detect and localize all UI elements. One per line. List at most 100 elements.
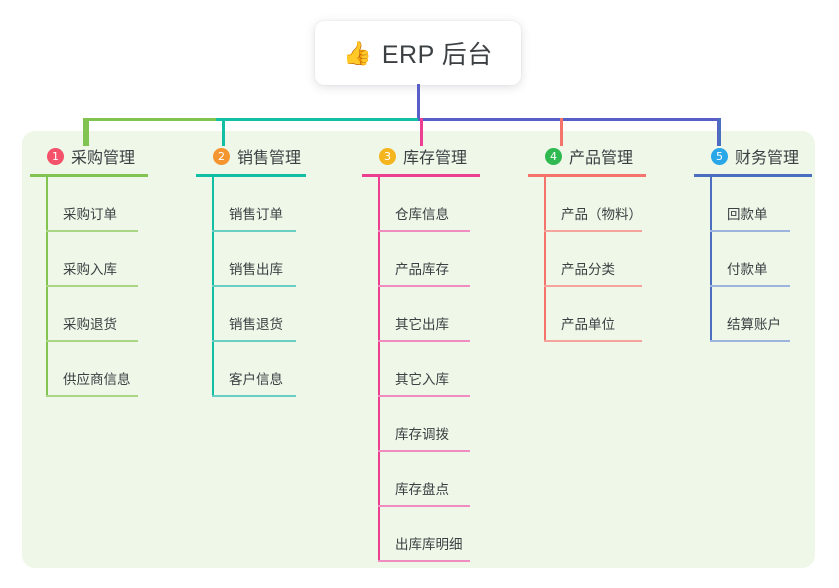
leaf-label: 回款单 bbox=[727, 207, 768, 222]
category-3[interactable]: 3 库存管理 bbox=[362, 144, 480, 168]
leaf-underline bbox=[544, 285, 642, 287]
leaf-item[interactable]: 销售退货 bbox=[196, 287, 306, 342]
leaf-item[interactable]: 回款单 bbox=[694, 177, 812, 232]
column-trunk-4 bbox=[544, 177, 546, 342]
category-badge-4: 4 bbox=[545, 147, 562, 165]
leaf-label: 产品库存 bbox=[395, 262, 449, 277]
leaf-item[interactable]: 其它入库 bbox=[362, 342, 480, 397]
leaf-list-5: 回款单付款单结算账户 bbox=[694, 177, 812, 342]
leaf-item[interactable]: 客户信息 bbox=[196, 342, 306, 397]
leaf-underline bbox=[710, 340, 790, 342]
leaf-item[interactable]: 供应商信息 bbox=[30, 342, 148, 397]
leaf-underline bbox=[212, 340, 296, 342]
leaf-label: 仓库信息 bbox=[395, 207, 449, 222]
thumbs-up-icon: 👍 bbox=[343, 39, 372, 66]
leaf-underline bbox=[378, 560, 470, 562]
leaf-underline bbox=[378, 340, 470, 342]
leaf-item[interactable]: 付款单 bbox=[694, 232, 812, 287]
leaf-underline bbox=[46, 230, 138, 232]
column-connector-2 bbox=[222, 118, 225, 146]
bus-segment-green bbox=[83, 118, 216, 121]
column-trunk-3 bbox=[378, 177, 380, 562]
leaf-underline bbox=[544, 340, 642, 342]
leaf-label: 产品单位 bbox=[561, 317, 615, 332]
column-trunk-5 bbox=[710, 177, 712, 342]
leaf-label: 结算账户 bbox=[727, 317, 781, 332]
leaf-underline bbox=[378, 230, 470, 232]
category-badge-3: 3 bbox=[379, 147, 396, 165]
leaf-underline bbox=[710, 230, 790, 232]
root-node[interactable]: 👍 ERP 后台 bbox=[315, 21, 521, 85]
leaf-item[interactable]: 销售订单 bbox=[196, 177, 306, 232]
leaf-item[interactable]: 销售出库 bbox=[196, 232, 306, 287]
leaf-item[interactable]: 其它出库 bbox=[362, 287, 480, 342]
column-4: 4 产品管理产品（物料） 产品分类产品单位 bbox=[528, 144, 646, 342]
leaf-list-1: 采购订单采购入库采购退货供应商信息 bbox=[30, 177, 148, 397]
leaf-label: 客户信息 bbox=[229, 372, 283, 387]
leaf-item[interactable]: 产品（物料） bbox=[528, 177, 646, 232]
bus-elbow-left bbox=[83, 118, 86, 146]
root-title: ERP 后台 bbox=[381, 41, 493, 69]
leaf-underline bbox=[378, 505, 470, 507]
category-underline-1 bbox=[30, 174, 148, 177]
leaf-list-4: 产品（物料） 产品分类产品单位 bbox=[528, 177, 646, 342]
leaf-label: 销售退货 bbox=[229, 317, 283, 332]
leaf-label: 其它入库 bbox=[395, 372, 449, 387]
leaf-item[interactable]: 产品分类 bbox=[528, 232, 646, 287]
category-badge-5: 5 bbox=[711, 147, 728, 165]
leaf-item[interactable]: 产品库存 bbox=[362, 232, 480, 287]
category-title-4: 产品管理 bbox=[569, 150, 634, 167]
leaf-underline bbox=[212, 395, 296, 397]
leaf-item[interactable]: 结算账户 bbox=[694, 287, 812, 342]
leaf-item[interactable]: 出库库明细 bbox=[362, 507, 480, 562]
category-title-3: 库存管理 bbox=[403, 150, 468, 167]
leaf-label: 采购订单 bbox=[63, 207, 117, 222]
category-underline-4 bbox=[528, 174, 646, 177]
leaf-underline bbox=[46, 395, 138, 397]
leaf-item[interactable]: 产品单位 bbox=[528, 287, 646, 342]
category-underline-2 bbox=[196, 174, 306, 177]
column-3: 3 库存管理仓库信息产品库存其它出库其它入库库存调拨库存盘点出库库明细 bbox=[362, 144, 480, 562]
leaf-underline bbox=[46, 340, 138, 342]
leaf-item[interactable]: 采购入库 bbox=[30, 232, 148, 287]
leaf-underline bbox=[378, 285, 470, 287]
column-trunk-1 bbox=[46, 177, 48, 397]
category-title-2: 销售管理 bbox=[237, 150, 302, 167]
leaf-underline bbox=[710, 285, 790, 287]
leaf-item[interactable]: 仓库信息 bbox=[362, 177, 480, 232]
diagram-panel bbox=[22, 131, 815, 568]
column-connector-1 bbox=[86, 118, 89, 146]
column-connector-4 bbox=[560, 118, 563, 146]
category-4[interactable]: 4 产品管理 bbox=[528, 144, 646, 168]
leaf-label: 产品分类 bbox=[561, 262, 615, 277]
leaf-label: 库存盘点 bbox=[395, 482, 449, 497]
category-underline-5 bbox=[694, 174, 812, 177]
column-connector-3 bbox=[420, 118, 423, 146]
category-title-1: 采购管理 bbox=[71, 150, 136, 167]
leaf-item[interactable]: 库存调拨 bbox=[362, 397, 480, 452]
leaf-item[interactable]: 库存盘点 bbox=[362, 452, 480, 507]
category-5[interactable]: 5 财务管理 bbox=[694, 144, 812, 168]
leaf-underline bbox=[46, 285, 138, 287]
column-connector-5 bbox=[718, 118, 721, 146]
bus-segment-blue bbox=[418, 118, 720, 121]
column-5: 5 财务管理回款单付款单结算账户 bbox=[694, 144, 812, 342]
leaf-label: 采购退货 bbox=[63, 317, 117, 332]
leaf-label: 付款单 bbox=[727, 262, 768, 277]
leaf-underline bbox=[212, 285, 296, 287]
leaf-label: 销售出库 bbox=[229, 262, 283, 277]
category-title-5: 财务管理 bbox=[735, 150, 800, 167]
leaf-label: 产品（物料） bbox=[561, 207, 642, 222]
leaf-label: 采购入库 bbox=[63, 262, 117, 277]
leaf-item[interactable]: 采购退货 bbox=[30, 287, 148, 342]
leaf-underline bbox=[544, 230, 642, 232]
leaf-label: 其它出库 bbox=[395, 317, 449, 332]
leaf-underline bbox=[378, 395, 470, 397]
leaf-list-2: 销售订单销售出库销售退货客户信息 bbox=[196, 177, 306, 397]
leaf-underline bbox=[212, 230, 296, 232]
leaf-item[interactable]: 采购订单 bbox=[30, 177, 148, 232]
